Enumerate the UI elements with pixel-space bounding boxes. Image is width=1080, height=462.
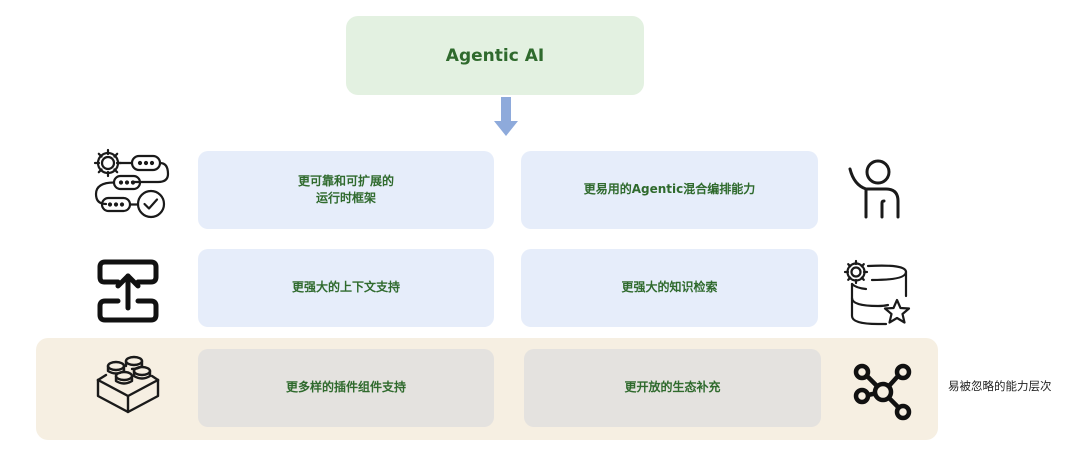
capability-text: 更强大的上下文支持 bbox=[291, 280, 400, 295]
agentic-ai-box: Agentic AI bbox=[346, 16, 644, 95]
network-nodes-icon bbox=[853, 363, 912, 421]
capability-open-ecosystem: 更开放的生态补充 bbox=[524, 349, 821, 427]
capability-text: 更强大的知识检索 bbox=[621, 280, 718, 295]
capability-knowledge-retrieval: 更强大的知识检索 bbox=[521, 249, 818, 327]
person-waving-icon bbox=[848, 159, 900, 219]
capability-text: 更多样的插件组件支持 bbox=[285, 380, 406, 395]
capability-hybrid-orchestration: 更易用的Agentic混合编排能力 bbox=[521, 151, 818, 229]
capability-text-line2: 运行时框架 bbox=[315, 191, 376, 205]
capability-text: 更开放的生态补充 bbox=[624, 380, 721, 395]
database-gear-star-icon bbox=[843, 259, 911, 326]
capability-runtime-framework: 更可靠和可扩展的 运行时框架 bbox=[198, 151, 494, 229]
capability-plugin-support: 更多样的插件组件支持 bbox=[198, 349, 494, 427]
overlooked-layer-label: 易被忽略的能力层次 bbox=[948, 379, 1052, 393]
upload-stack-icon bbox=[97, 259, 159, 323]
capability-text: 更易用的Agentic混合编排能力 bbox=[583, 182, 756, 197]
down-arrow-icon bbox=[494, 97, 518, 136]
lego-brick-icon bbox=[96, 355, 160, 414]
capability-text-line1: 更可靠和可扩展的 bbox=[297, 173, 394, 188]
capability-context-support: 更强大的上下文支持 bbox=[198, 249, 494, 327]
agentic-ai-title: Agentic AI bbox=[445, 45, 545, 66]
workflow-gear-check-icon bbox=[93, 148, 170, 219]
